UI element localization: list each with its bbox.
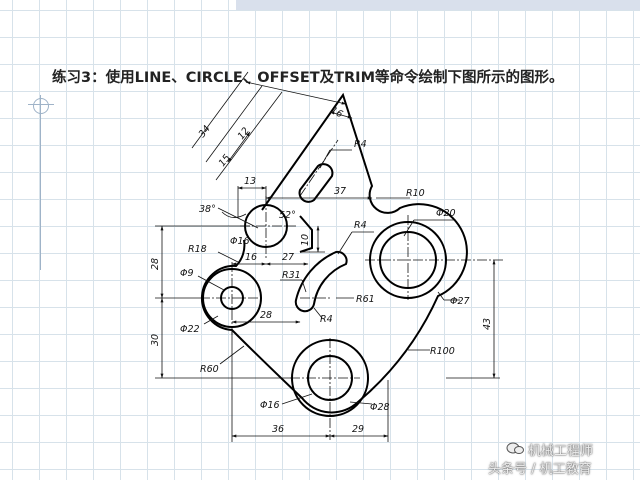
dim-phi27: Φ27 [450, 296, 470, 307]
watermark-line-1: 头条号 / 机工教育 [488, 462, 592, 477]
dim-16-mid: 16 [245, 252, 257, 263]
dim-28-mid: 28 [260, 310, 272, 321]
dim-r4-top: R4 [354, 139, 367, 150]
dim-30: 30 [150, 334, 161, 346]
dim-12: 12 [236, 126, 252, 142]
dim-r100: R100 [430, 346, 455, 357]
top-band [236, 0, 640, 10]
dim-phi9: Φ9 [180, 268, 194, 279]
dim-52-deg: 52° [279, 210, 296, 221]
dim-38-deg: 38° [199, 204, 216, 215]
dim-phi28: Φ28 [370, 402, 390, 413]
dim-27: 27 [282, 252, 294, 263]
dim-phi20: Φ20 [436, 208, 456, 219]
dim-36: 36 [272, 424, 284, 435]
dim-r60: R60 [200, 364, 219, 375]
dim-29: 29 [352, 424, 364, 435]
dim-r4-low: R4 [320, 314, 333, 325]
dim-13: 13 [244, 176, 256, 187]
dimension-lines [155, 71, 500, 442]
margin-line [40, 95, 41, 270]
dim-10: 10 [300, 234, 311, 246]
margin-circle-mark [33, 98, 49, 114]
dim-r18: R18 [188, 244, 207, 255]
dim-37: 37 [334, 186, 346, 197]
dim-phi16-top: Φ16 [230, 236, 250, 247]
dim-43: 43 [482, 318, 493, 330]
dim-28-left: 28 [150, 258, 161, 270]
dimension-labels: 34 15 12 16 R4 37 13 R10 38° 52° Φ16 10 … [150, 105, 493, 435]
dim-r4-mid: R4 [354, 220, 367, 231]
dim-r10: R10 [406, 188, 425, 199]
dim-phi22: Φ22 [180, 324, 200, 335]
margin-tick [28, 104, 54, 105]
dim-r31: R31 [282, 270, 301, 281]
dim-r61: R61 [356, 294, 375, 305]
dim-34: 34 [197, 124, 213, 140]
dim-16-top: 16 [329, 105, 345, 120]
watermark-line-2: 机械工程师 [528, 444, 594, 459]
exercise-title: 练习3：使用LINE、CIRCLE、OFFSET及TRIM等命令绘制下图所示的图… [52, 70, 564, 86]
watermark-logo-icon [506, 442, 524, 454]
dim-phi16-bot: Φ16 [260, 400, 280, 411]
dim-15: 15 [217, 153, 233, 169]
